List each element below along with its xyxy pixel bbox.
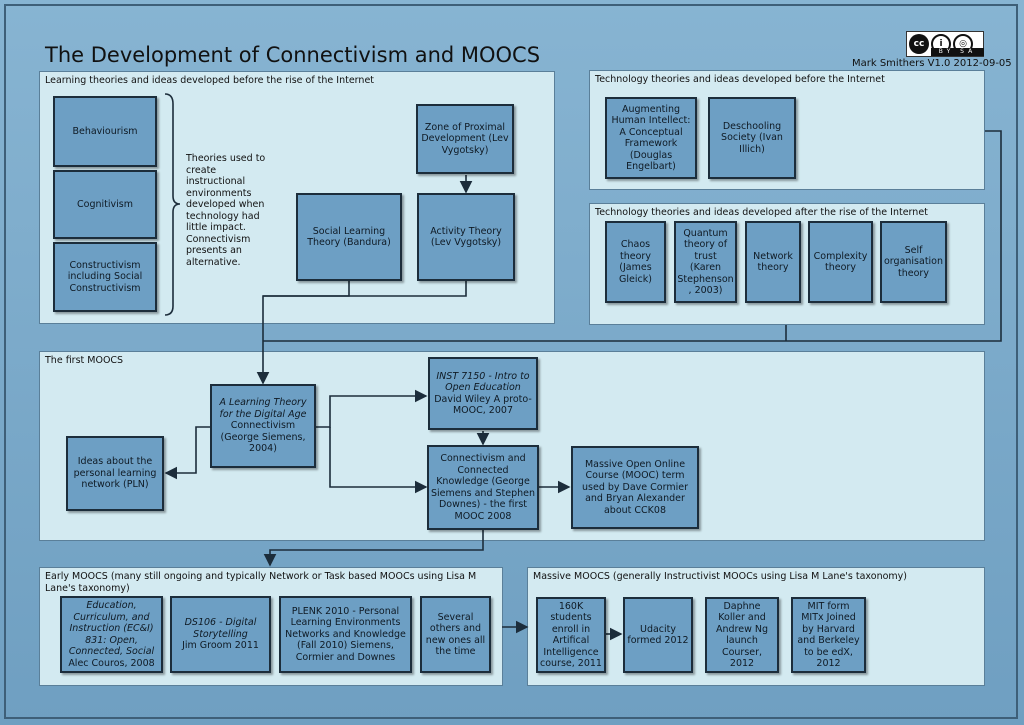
author-credit: Mark Smithers V1.0 2012-09-05 [852,58,1012,69]
panel-label: Learning theories and ideas developed be… [45,75,375,86]
box-zpd: Zone of Proximal Development (Lev Vygots… [416,104,514,174]
license-text: BY SA [931,48,984,56]
panel-label: Massive MOOCS (generally Instructivist M… [533,571,907,582]
box-constructivism: Constructivism including Social Construc… [53,242,157,312]
learning-theory-title: A Learning Theory for the Digital Age [219,397,307,420]
box-complexity: Complexity theory [808,221,873,303]
box-learning-theory-digital-age: A Learning Theory for the Digital Age Co… [210,384,316,468]
box-social-learning: Social Learning Theory (Bandura) [296,193,402,281]
box-behaviourism: Behaviourism [53,96,157,167]
box-plenk: PLENK 2010 - Personal Learning Environme… [279,596,412,673]
box-cck08: Connectivism and Connected Knowledge (Ge… [427,445,539,530]
box-augmenting: Augmenting Human Intellect: A Conceptual… [605,97,697,179]
inst7150-title: INST 7150 - Intro to Open Education [436,370,530,394]
brace [164,93,181,316]
box-coursera: Daphne Koller and Andrew Ng launch Cours… [705,597,779,673]
box-pln: Ideas about the personal learning networ… [66,436,164,511]
connector-to-cck08 [329,427,428,494]
box-self-organisation: Self organisation theory [880,221,947,303]
panel-label: Technology theories and ideas developed … [595,74,885,85]
connector-tech-before [263,130,1002,342]
box-ds106: DS106 - Digital Storytelling Jim Groom 2… [170,596,271,673]
box-deschooling: Deschooling Society (Ivan Illich) [708,97,796,179]
page-title: The Development of Connectivism and MOOC… [45,43,541,67]
connector-to-pln [164,426,210,480]
inst7150-detail: David Wiley A proto-MOOC, 2007 [434,393,532,417]
ds106-title: DS106 - Digital Storytelling [184,617,257,640]
connector-social-learning [263,281,350,297]
eci831-detail: Alec Couros, 2008 [68,657,155,669]
box-mooc-term: Massive Open Online Course (MOOC) term u… [571,446,699,529]
panel-label: The first MOOCS [45,355,124,366]
box-ai-course: 160K students enroll in Artifical Intell… [536,597,606,673]
eci831-title: Education, Curriculum, and Instruction (… [68,600,155,657]
box-eci831: Education, Curriculum, and Instruction (… [60,596,163,673]
box-network: Network theory [745,221,801,303]
cc-icon: cc [909,34,929,54]
box-cognitivism: Cognitivism [53,170,157,239]
ds106-detail: Jim Groom 2011 [182,640,259,652]
box-edx: MIT form MITx Joined by Harvard and Berk… [791,597,866,673]
learning-theory-detail: Connectivism (George Siemens, 2004) [220,420,306,455]
panel-label: Early MOOCS (many still ongoing and typi… [45,571,477,594]
panel-label: Technology theories and ideas developed … [595,207,928,218]
box-chaos: Chaos theory (James Gleick) [605,221,666,303]
box-inst7150: INST 7150 - Intro to Open Education Davi… [428,357,538,430]
cc-license-badge: cc i ◎ BY SA [906,31,984,57]
pre-internet-note: Theories used to create instructional en… [186,153,266,268]
box-activity-theory: Activity Theory (Lev Vygotsky) [417,193,515,281]
box-quantum: Quantum theory of trust (Karen Stephenso… [674,221,737,303]
connector-to-early [263,530,484,567]
outer-frame [4,4,1018,719]
box-udacity: Udacity formed 2012 [623,597,693,673]
connector-to-inst7150 [316,389,428,428]
connector-activity-theory [256,281,467,385]
box-several-others: Several others and new ones all the time [420,596,491,673]
